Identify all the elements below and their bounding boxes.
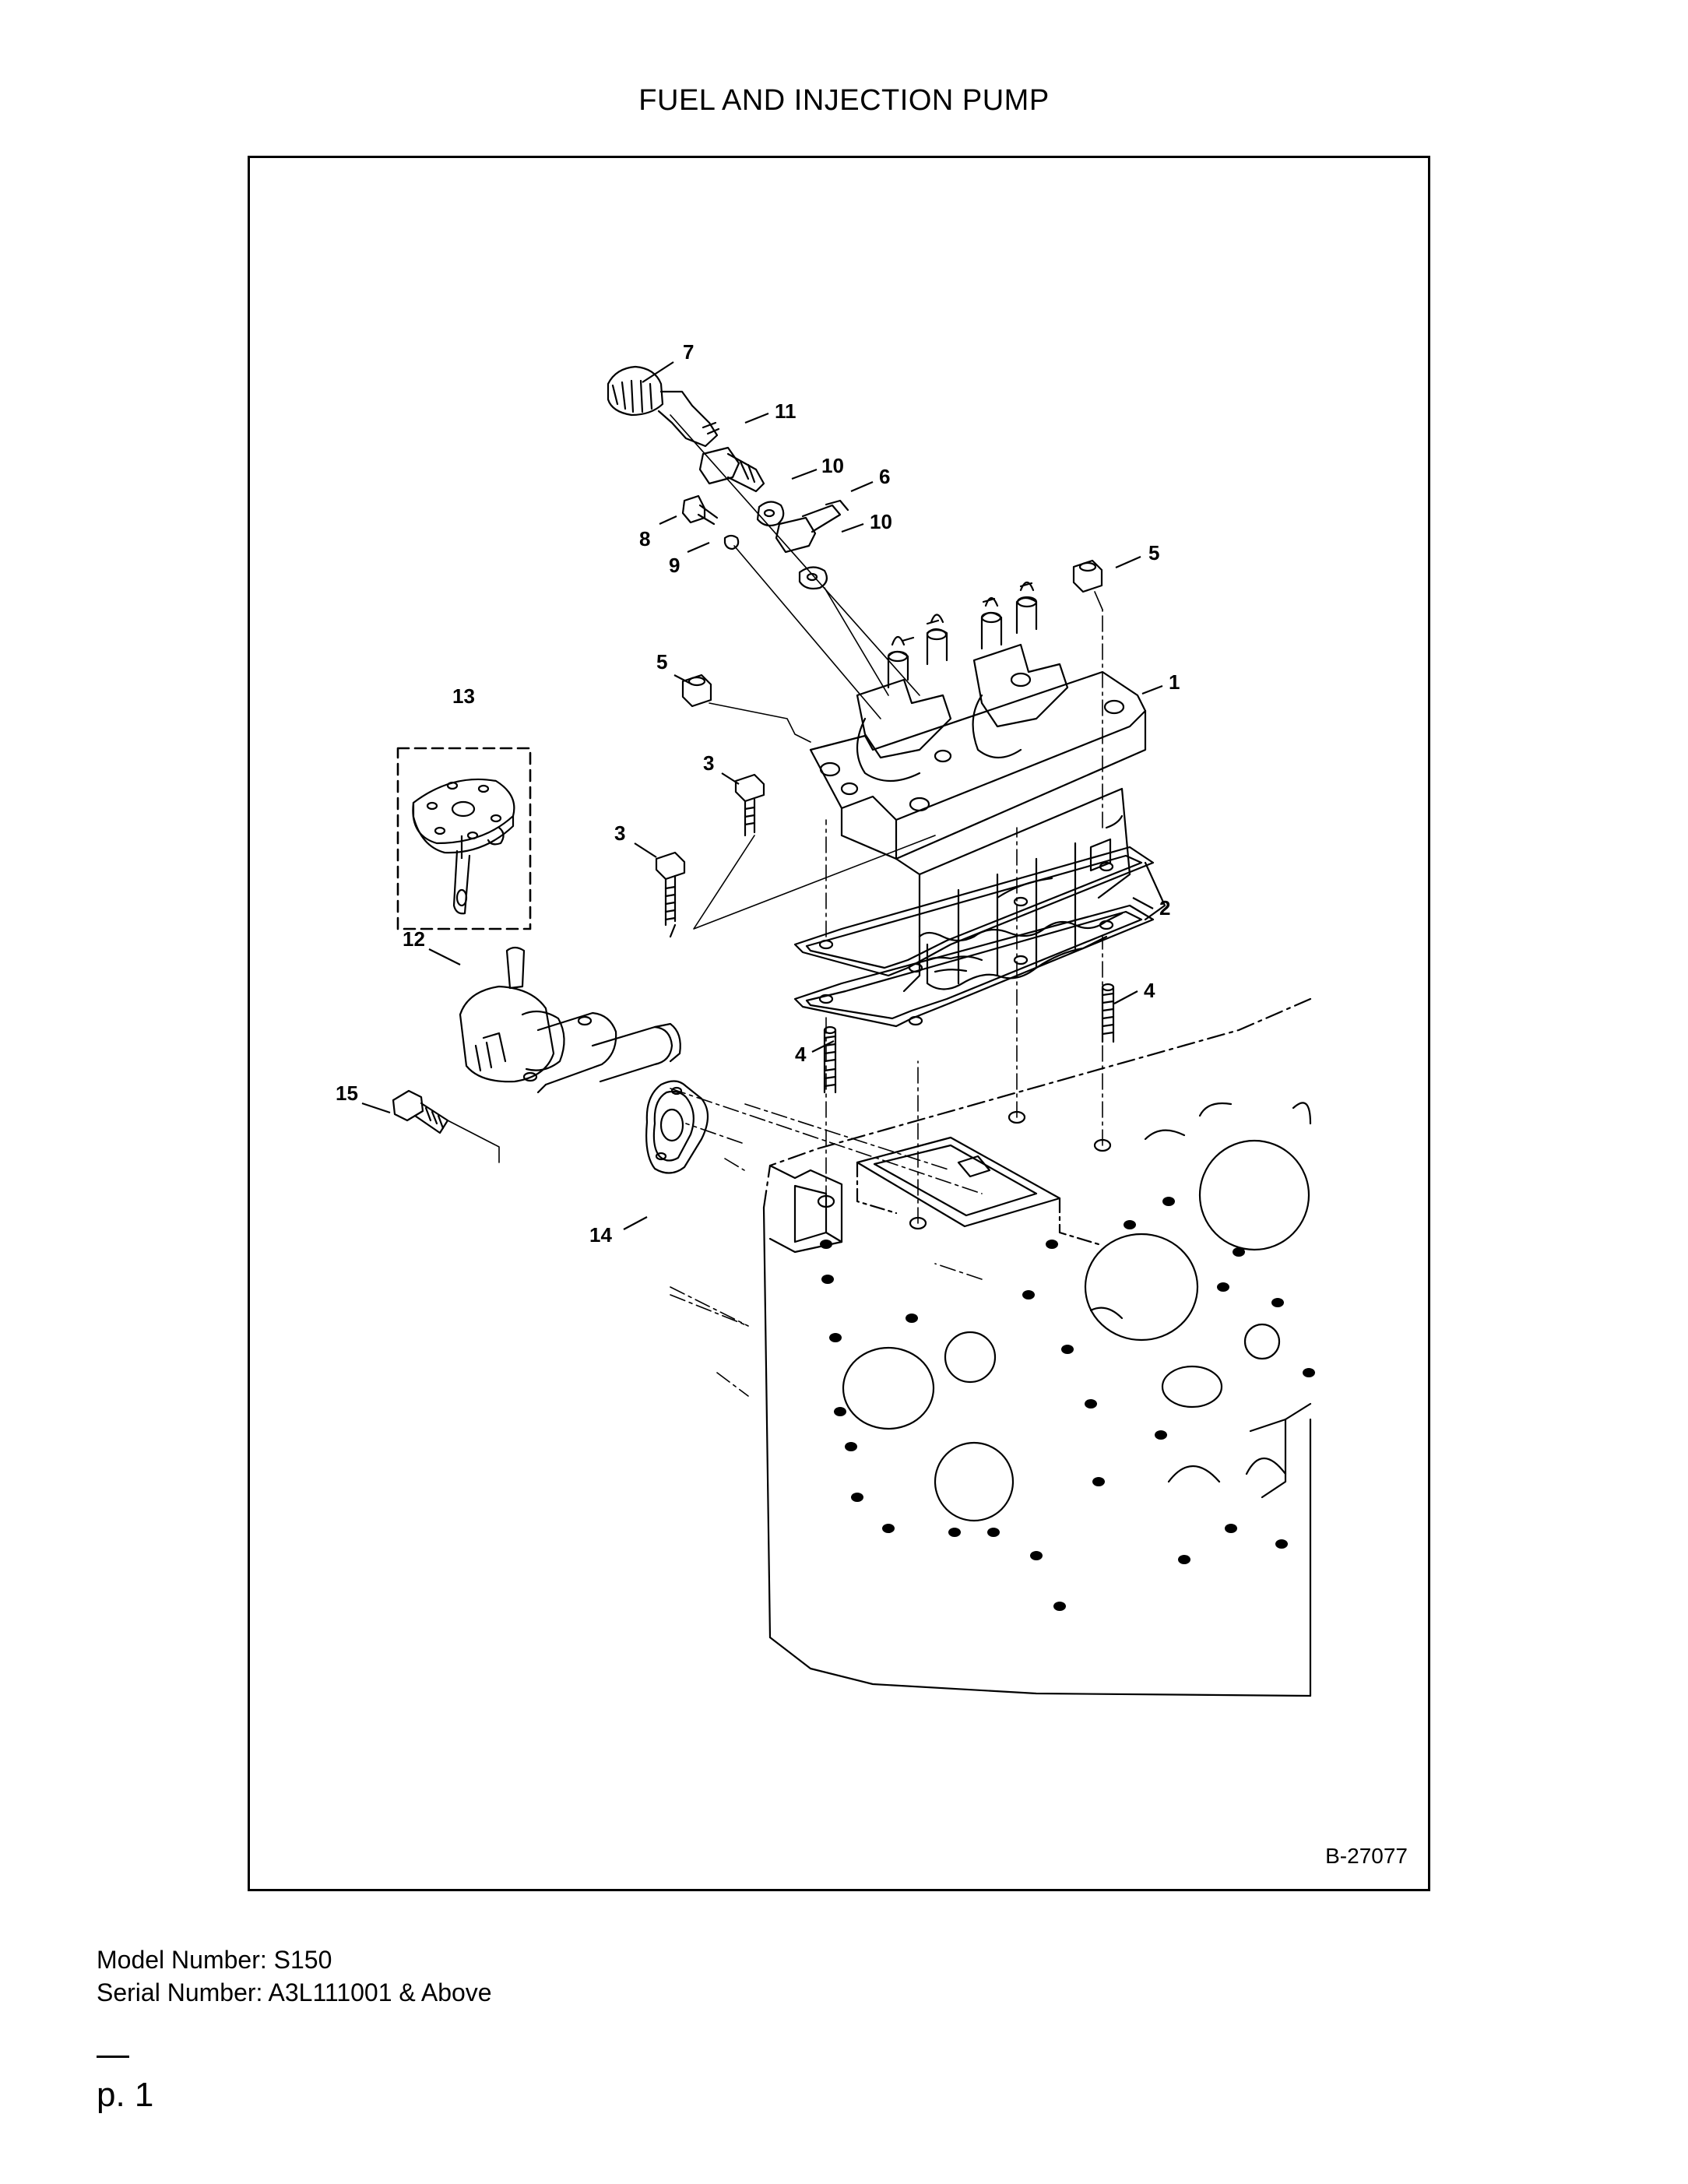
callout-5-left: 5 <box>656 650 667 673</box>
figure-code: B-27077 <box>1325 1844 1408 1868</box>
engine-block <box>762 997 1312 1697</box>
callout-10-upper: 10 <box>821 454 844 477</box>
bolt-15 <box>392 1089 500 1163</box>
callout-3-upper: 3 <box>703 751 714 775</box>
callout-13: 13 <box>452 684 475 708</box>
callout-8: 8 <box>639 527 650 550</box>
callout-14: 14 <box>589 1223 612 1247</box>
callout-labels: 7 11 10 6 10 8 9 5 1 5 13 3 3 2 4 4 12 1… <box>336 340 1180 1247</box>
exploded-parts-diagram: 7 11 10 6 10 8 9 5 1 5 13 3 3 2 4 4 12 1… <box>336 340 1315 1697</box>
model-number: Model Number: S150 <box>97 1946 332 1974</box>
studs <box>823 983 1115 1094</box>
injection-pump-body <box>809 581 1147 993</box>
callout-9: 9 <box>669 554 680 577</box>
bolts <box>655 773 936 938</box>
engine-bolt-holes <box>820 1197 1315 1611</box>
page-title: FUEL AND INJECTION PUMP <box>638 84 1050 117</box>
callout-2: 2 <box>1159 896 1170 920</box>
callout-4-right: 4 <box>1144 979 1155 1002</box>
callout-5-right: 5 <box>1148 541 1159 564</box>
pump-gaskets <box>793 846 1166 1028</box>
callout-10-lower: 10 <box>870 510 892 533</box>
page-number: p. 1 <box>97 2076 154 2114</box>
callout-leaders <box>361 361 1163 1230</box>
lift-pump-gasket <box>645 1080 709 1174</box>
fuel-lift-pump <box>459 946 681 1094</box>
callout-15: 15 <box>336 1081 358 1105</box>
callout-11: 11 <box>775 399 797 423</box>
part-13-group <box>396 747 532 930</box>
callout-7: 7 <box>683 340 694 364</box>
nuts <box>681 559 1103 743</box>
callout-12: 12 <box>403 927 425 951</box>
callout-6: 6 <box>879 465 890 488</box>
callout-4-left: 4 <box>795 1043 807 1066</box>
callout-1: 1 <box>1169 670 1180 694</box>
model-info: Model Number: S150 Serial Number: A3L111… <box>97 1943 492 2009</box>
serial-number: Serial Number: A3L111001 & Above <box>97 1978 492 2006</box>
banjo-fitting-parts <box>607 365 920 719</box>
assembly-centerlines <box>670 609 1103 1397</box>
callout-3-lower: 3 <box>614 821 625 845</box>
diagram-frame: 7 11 10 6 10 8 9 5 1 5 13 3 3 2 4 4 12 1… <box>248 156 1430 1891</box>
page-rule <box>97 2056 129 2058</box>
